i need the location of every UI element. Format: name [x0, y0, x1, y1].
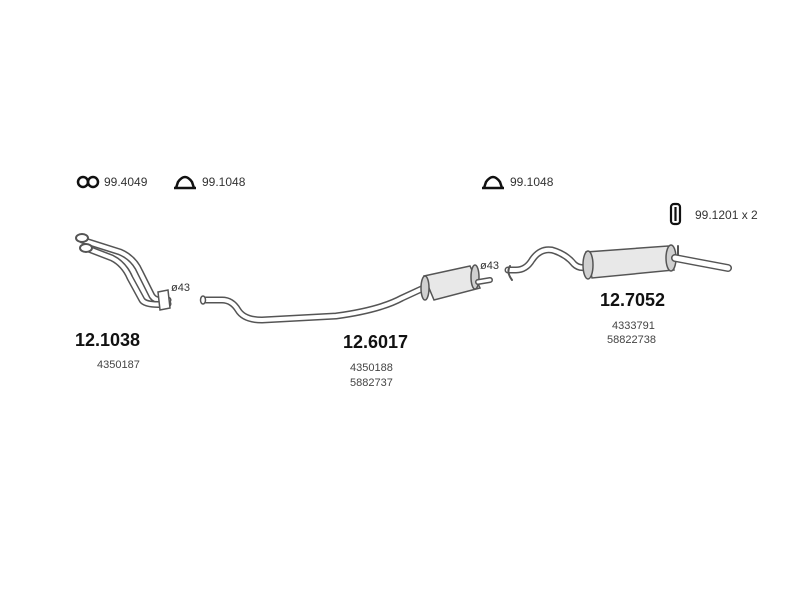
- accessory-label-clamp-1: 99.1048: [202, 175, 246, 189]
- part-number-rear: 12.7052: [600, 290, 666, 310]
- oem-number: 4333791: [612, 320, 655, 332]
- accessory-label-clamp-double: 99.4049: [104, 175, 148, 189]
- oem-number: 5882737: [350, 377, 393, 389]
- diameter-label-front: ø43: [171, 282, 190, 294]
- front-pipe-drawing: [75, 233, 172, 311]
- part-number-intermediate: 12.6017: [343, 332, 409, 352]
- double-clamp-icon: [76, 175, 100, 189]
- oem-number: 58822738: [607, 334, 656, 346]
- accessory-label-clamp-2: 99.1048: [510, 175, 554, 189]
- rubber-hanger-icon: [669, 202, 682, 226]
- oem-number: 4350188: [350, 362, 393, 374]
- oem-number: 4350187: [97, 359, 140, 371]
- rear-muffler-drawing: [504, 244, 732, 281]
- u-clamp-icon: [174, 175, 196, 190]
- accessory-label-hanger: 99.1201 x 2: [695, 208, 758, 222]
- u-clamp-icon-2: [482, 175, 504, 190]
- intermediate-pipe-drawing: [199, 264, 493, 324]
- part-number-front-pipe: 12.1038: [75, 330, 141, 350]
- diameter-label-rear: ø43: [480, 260, 499, 272]
